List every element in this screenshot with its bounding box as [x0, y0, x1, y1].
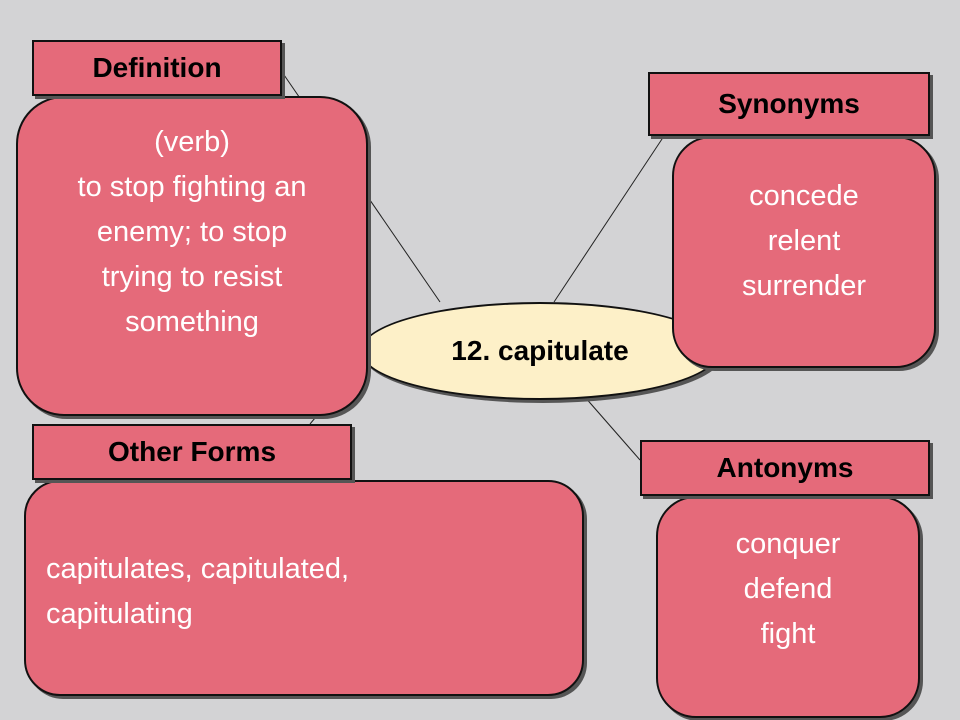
- definition-line: (verb): [154, 126, 230, 158]
- synonyms-box: concede relent surrender: [672, 136, 936, 368]
- antonyms-label: Antonyms: [640, 440, 930, 496]
- definition-line: enemy; to stop: [96, 216, 288, 248]
- other-forms-line: capitulates, capitulated,: [46, 553, 350, 585]
- antonym-item: fight: [760, 618, 816, 650]
- synonyms-label: Synonyms: [648, 72, 930, 136]
- definition-line: trying to resist: [101, 261, 283, 293]
- definition-line: to stop fighting an: [77, 171, 307, 203]
- antonym-item: conquer: [735, 528, 841, 560]
- other-forms-label: Other Forms: [32, 424, 352, 480]
- definition-line: something: [125, 306, 259, 338]
- antonyms-box: conquer defend fight: [656, 496, 920, 718]
- other-forms-line: capitulating: [46, 598, 193, 630]
- antonym-item: defend: [743, 573, 833, 605]
- definition-label: Definition: [32, 40, 282, 96]
- connector-synonyms: [553, 135, 665, 303]
- synonym-item: surrender: [741, 270, 867, 302]
- center-term: 12. capitulate: [360, 302, 720, 400]
- definition-box: (verb) to stop fighting an enemy; to sto…: [16, 96, 368, 416]
- synonym-item: relent: [767, 225, 841, 257]
- connector-antonyms: [583, 395, 641, 461]
- synonym-item: concede: [749, 180, 859, 212]
- other-forms-box: capitulates, capitulated, capitulating: [24, 480, 584, 696]
